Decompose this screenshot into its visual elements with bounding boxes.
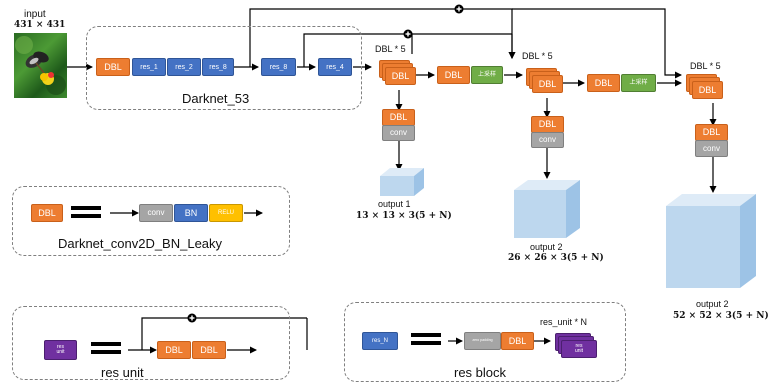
backbone-res8-block: res_8 <box>202 58 234 76</box>
branch3-stack-label: DBL * 5 <box>690 61 721 71</box>
output3-shape: 52 × 52 × 3(5 + N) <box>673 311 769 321</box>
output2-shape: 26 × 26 × 3(5 + N) <box>508 253 604 263</box>
legend-res-unit-stack-front: res unit <box>561 340 597 358</box>
legend-dbl-title: Darknet_conv2D_BN_Leaky <box>58 236 223 251</box>
branch3-conv-block: conv <box>695 140 728 157</box>
backbone-res1-block: res_1 <box>132 58 166 76</box>
output3-label: output 2 <box>696 299 729 309</box>
legend-res-unit-icon-line1: res <box>57 343 64 350</box>
branch2-stack-label: DBL * 5 <box>522 51 553 61</box>
darknet53-group <box>86 26 362 110</box>
legend-res-unit-stack-line2: unit <box>574 348 584 354</box>
legend-relu-block: RELU <box>209 204 243 222</box>
concat-nodes <box>187 4 464 323</box>
branch2-dbl-stack-front: DBL <box>532 75 563 93</box>
output2-label: output 2 <box>530 242 563 252</box>
legend-dbl-group <box>12 186 290 256</box>
branch3-dbl-stack-front: DBL <box>692 81 723 99</box>
backbone-res8-block-2: res_8 <box>261 58 296 76</box>
input-butterfly-image <box>14 33 67 98</box>
output1-cube <box>380 168 424 196</box>
legend-res-unit-stack-label: res_unit * N <box>540 317 588 327</box>
backbone-res2-block: res_2 <box>167 58 201 76</box>
branch2-dbl-down-block: DBL <box>531 116 564 133</box>
branch2-upsample-block: 上采样 <box>621 74 656 92</box>
input-label: input <box>24 9 46 20</box>
legend-res-block-dbl: DBL <box>501 332 534 350</box>
output3-cube <box>666 194 756 288</box>
branch1-dbl-down-block: DBL <box>382 109 415 126</box>
legend-zero-padding-block: zero padding <box>464 332 501 350</box>
branch1-stack-label: DBL * 5 <box>375 44 406 54</box>
output1-label: output 1 <box>378 199 411 209</box>
input-size: 431 × 431 <box>14 20 66 30</box>
legend-res-unit-icon-line2: unit <box>56 349 65 355</box>
darknet53-title: Darknet_53 <box>182 91 250 106</box>
branch1-dbl-block: DBL <box>437 66 470 84</box>
legend-res-unit-icon: res unit <box>44 340 77 360</box>
legend-dbl-block: DBL <box>31 204 63 222</box>
legend-conv-block: conv <box>139 204 173 222</box>
branch2-dbl-block: DBL <box>587 74 620 92</box>
legend-res-block-group <box>344 302 626 382</box>
legend-res-unit-title: res unit <box>101 365 144 380</box>
legend-res-unit-dbl1: DBL <box>157 341 191 359</box>
branch2-conv-block: conv <box>531 132 564 148</box>
branch1-upsample-block: 上采样 <box>471 66 503 84</box>
branch3-dbl-down-block: DBL <box>695 124 728 141</box>
output1-shape: 13 × 13 × 3(5 + N) <box>356 211 452 221</box>
backbone-res4-block: res_4 <box>318 58 352 76</box>
legend-res-block-title: res block <box>454 365 507 380</box>
branch1-dbl-stack-front: DBL <box>385 67 416 85</box>
legend-res-unit-stack-line1: res <box>575 342 583 349</box>
branch1-conv-block: conv <box>382 125 415 141</box>
legend-res-n-icon: res_N <box>362 332 398 350</box>
output2-cube <box>514 180 580 238</box>
legend-bn-block: BN <box>174 204 208 222</box>
legend-res-unit-dbl2: DBL <box>192 341 226 359</box>
legend-res-unit-group <box>12 306 290 380</box>
backbone-dbl-block: DBL <box>96 58 130 76</box>
